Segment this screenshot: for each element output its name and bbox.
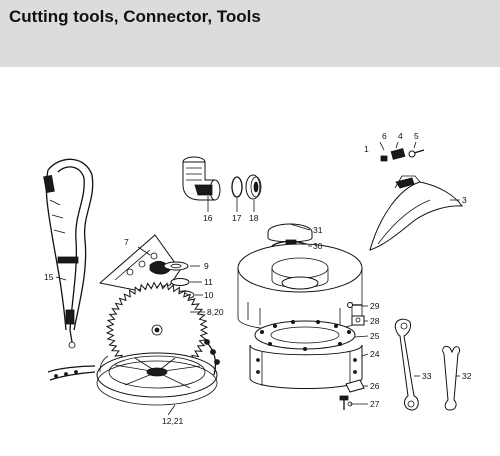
callout-9: 9 xyxy=(204,261,209,271)
callout-26: 26 xyxy=(370,381,380,391)
callout-32: 32 xyxy=(462,371,472,381)
guard-plate xyxy=(98,234,181,291)
top-cap xyxy=(267,223,313,243)
callout-27: 27 xyxy=(370,399,380,409)
harness-strap xyxy=(43,158,96,381)
callout-28: 28 xyxy=(370,316,380,326)
housing xyxy=(237,243,363,332)
cutting-head xyxy=(96,339,220,406)
header-bar: Cutting tools, Connector, Tools xyxy=(0,0,500,67)
callout-6: 6 xyxy=(382,131,387,141)
callout-30: 30 xyxy=(313,241,323,251)
callout-7: 7 xyxy=(124,237,129,247)
leader-lines xyxy=(55,141,460,416)
callout-10: 10 xyxy=(204,290,214,300)
guard-hood xyxy=(369,175,464,251)
base-housing xyxy=(249,344,363,389)
callout-labels: 6 4 5 3 7 9 11 10 8,20 15 16 17 18 31 30… xyxy=(44,131,472,426)
callout-8-20: 8,20 xyxy=(207,307,224,317)
hood-clamp-parts xyxy=(380,148,425,162)
callout-1: 1 xyxy=(364,144,369,154)
callout-15: 15 xyxy=(44,272,54,282)
callout-29: 29 xyxy=(370,301,380,311)
gasket-ring xyxy=(254,319,356,351)
coupling-nut xyxy=(245,174,262,200)
callout-25: 25 xyxy=(370,331,380,341)
callout-4: 4 xyxy=(398,131,403,141)
open-end-spanner xyxy=(442,345,461,411)
callout-3: 3 xyxy=(462,195,467,205)
callout-5: 5 xyxy=(414,131,419,141)
o-ring xyxy=(231,176,243,198)
callout-24: 24 xyxy=(370,349,380,359)
page-title: Cutting tools, Connector, Tools xyxy=(9,7,261,26)
callout-31: 31 xyxy=(313,225,323,235)
callout-33: 33 xyxy=(422,371,432,381)
callout-12-21: 12,21 xyxy=(162,416,184,426)
callout-16: 16 xyxy=(203,213,213,223)
callout-18: 18 xyxy=(249,213,259,223)
exploded-parts-diagram: 6 4 5 3 7 9 11 10 8,20 15 16 17 18 31 30… xyxy=(43,131,472,426)
spanner-wrench xyxy=(394,318,419,411)
small-hardware xyxy=(339,302,365,410)
elbow-connector xyxy=(182,156,221,201)
callout-11: 11 xyxy=(204,277,213,287)
callout-17: 17 xyxy=(232,213,242,223)
